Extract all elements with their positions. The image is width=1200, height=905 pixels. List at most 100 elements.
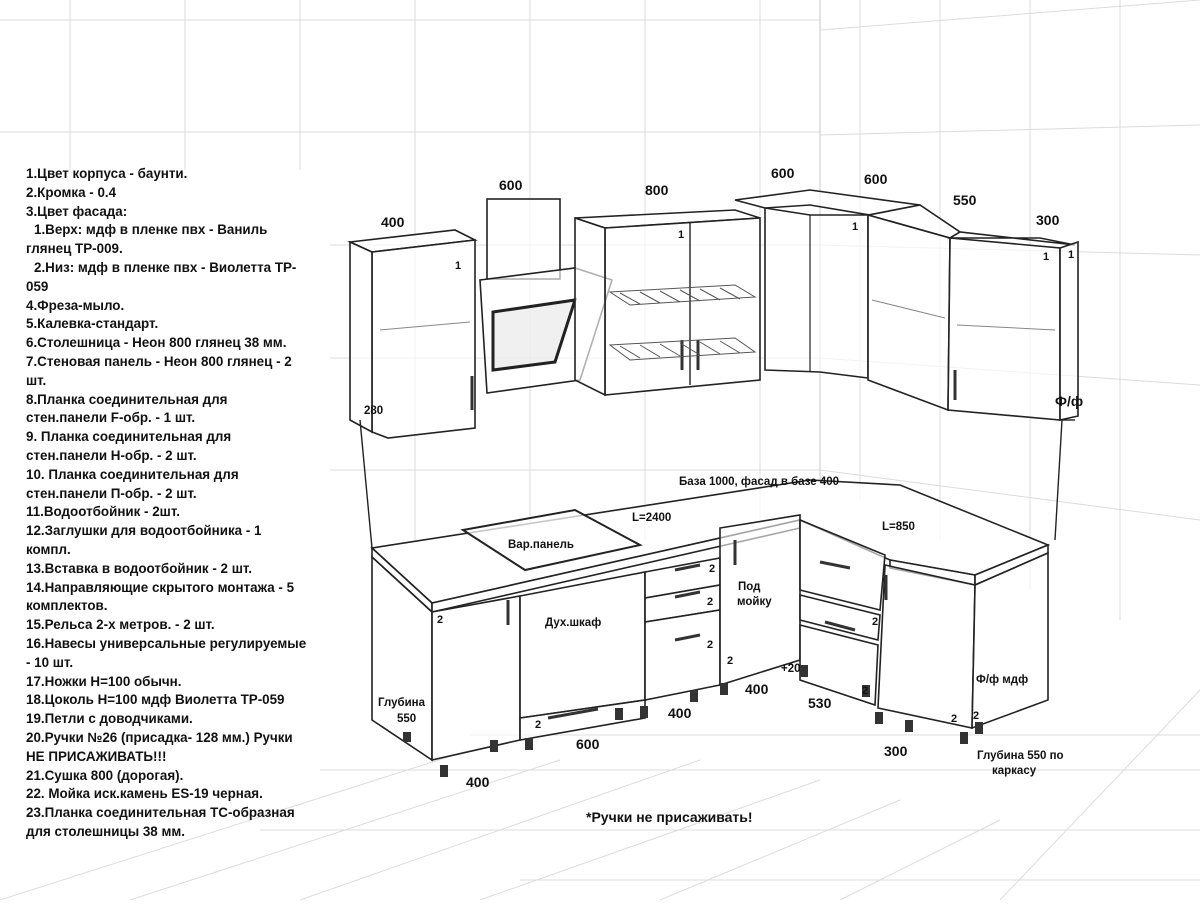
dim-upper-600-hood: 600 [499, 177, 523, 193]
depth-label-a: Глубина [378, 697, 426, 709]
spec-line: НЕ ПРИСАЖИВАТЬ!!! [26, 748, 167, 764]
spec-line: 18.Цоколь Н=100 мдф Виолетта TP-059 [26, 692, 285, 708]
dim-upper-600-corner-a: 600 [771, 165, 795, 181]
hood-glass [491, 298, 578, 372]
spec-line: 7.Стеновая панель - Неон 800 глянец - 2 [26, 353, 292, 369]
wall-panel [359, 419, 1075, 549]
spec-line: 8.Планка соединительная для [26, 391, 228, 407]
dim-lower-400-left: 400 [466, 774, 490, 790]
corner-drawer-2 [799, 593, 881, 642]
dim-lower-400-drawers: 400 [668, 705, 692, 721]
spec-line: 059 [26, 278, 49, 294]
depth-label-b: 550 [397, 713, 416, 725]
spec-line: 3.Цвет фасада: [26, 203, 128, 219]
upper-cabinet-550-front [867, 213, 951, 412]
upper-cabinet-800-side [574, 216, 606, 397]
depth-550-label-b: каркасу [992, 765, 1037, 777]
dish-rack [608, 284, 757, 361]
spec-line: 9. Планка соединительная для [26, 429, 232, 445]
dim-upper-300: 300 [1036, 212, 1060, 228]
spec-line: 17.Ножки Н=100 обычн. [26, 673, 182, 689]
dim-lower-400-sink: 400 [745, 681, 769, 697]
spec-line: 2.Кромка - 0.4 [26, 184, 117, 200]
marker-1: 1 [1043, 251, 1049, 263]
marker-2: 2 [707, 596, 713, 608]
dim-upper-550: 550 [953, 192, 977, 208]
spec-line: 5.Калевка-стандарт. [26, 316, 159, 332]
dim-lower-600: 600 [576, 736, 600, 752]
marker-2: 2 [872, 616, 878, 628]
spec-line: 20.Ручки №26 (присадка- 128 мм.) Ручки [26, 729, 293, 745]
spec-line: 12.Заглушки для водоотбойника - 1 [26, 523, 262, 539]
marker-2: 2 [707, 639, 713, 651]
spec-line: 1.Цвет корпуса - баунти. [26, 166, 188, 181]
lower-cabinets [371, 514, 1049, 762]
spec-line: комплектов. [26, 598, 108, 614]
marker-2: 2 [727, 655, 733, 667]
spec-line: 10. Планка соединительная для [26, 466, 239, 482]
dim-upper-400: 400 [381, 214, 405, 230]
dim-lower-530: 530 [808, 695, 832, 711]
upper-cabinet-300-side [1059, 240, 1079, 421]
spec-line: 19.Петли с доводчиками. [26, 711, 193, 727]
oven-cabinet-label: Дух.шкаф [545, 617, 601, 629]
dim-lower-300: 300 [884, 743, 908, 759]
marker-1: 1 [455, 260, 461, 272]
corner-drawer-3 [799, 623, 879, 707]
upper-corner-front [764, 207, 869, 379]
spec-line: для столешницы 38 мм. [26, 823, 186, 839]
handles-note: *Ручки не присаживать! [586, 809, 753, 825]
upper-cabinets [347, 189, 1079, 439]
spec-line: 2.Низ: мдф в пленке пвх - Виолетта TP- [34, 259, 297, 275]
cooktop [460, 508, 643, 572]
marker-2: 2 [709, 563, 715, 575]
oven-cabinet-front [519, 571, 646, 719]
spec-line: 11.Водоотбойник - 2шт. [26, 504, 180, 520]
sink-offset-label: +20 [781, 663, 801, 675]
spec-line: 14.Направляющие скрытого монтажа - 5 [26, 579, 295, 595]
marker-2: 2 [951, 713, 957, 725]
facade-mdf-label: Ф/ф мдф [976, 674, 1028, 686]
countertop-length-2400: L=2400 [632, 512, 671, 524]
spec-line: 21.Сушка 800 (дорогая). [26, 767, 184, 783]
upper-cabinet-400-side [349, 240, 373, 434]
dim-upper-600-corner-b: 600 [864, 171, 888, 187]
spec-line: 16.Навесы универсальные регулируемые [26, 635, 307, 651]
dim-upper-800: 800 [645, 182, 669, 198]
spec-line: 1.Верх: мдф в пленке пвх - Ваниль [34, 222, 268, 238]
spec-line: шт. [26, 372, 47, 388]
hood-duct [486, 198, 561, 280]
facade-label-right: Ф/ф [1055, 393, 1083, 409]
spec-line: - 10 шт. [26, 654, 74, 670]
lower-cabinet-300-front [877, 564, 976, 729]
base-note: База 1000, фасад в базе 400 [679, 476, 839, 488]
spec-line: 22. Мойка иск.камень ES-19 черная. [26, 786, 263, 802]
spec-line: стен.панели Н-обр. - 2 шт. [26, 447, 197, 463]
marker-2: 2 [862, 685, 868, 697]
sink-cabinet-label-b: мойку [737, 596, 772, 608]
spec-line: 6.Столешница - Неон 800 глянец 38 мм. [26, 335, 287, 351]
sink-cabinet-label-a: Под [738, 581, 761, 593]
upper-height-label: 280 [364, 405, 383, 417]
spec-line: 4.Фреза-мыло. [26, 297, 125, 313]
marker-1: 1 [1068, 249, 1074, 261]
marker-1: 1 [852, 221, 858, 233]
cabinet-legs [403, 665, 983, 777]
drawer-3 [644, 609, 721, 701]
spec-line: 23.Планка соединительная ТС-образная [26, 805, 295, 821]
spec-line: глянец TP-009. [26, 241, 123, 257]
spec-line: 15.Рельса 2-х метров. - 2 шт. [26, 617, 215, 633]
spec-line: стен.панели F-обр. - 1 шт. [26, 410, 196, 426]
countertop-length-850: L=850 [882, 521, 915, 533]
spec-line: 13.Вставка в водоотбойник - 2 шт. [26, 560, 252, 576]
marker-2: 2 [437, 614, 443, 626]
marker-2: 2 [535, 719, 541, 731]
lower-cabinet-300-side [971, 551, 1049, 730]
marker-1: 1 [678, 229, 684, 241]
spec-line: компл. [26, 541, 71, 557]
spec-line: стен.панели П-обр. - 2 шт. [26, 485, 197, 501]
spec-list: 1.Цвет корпуса - баунти. 2.Кромка - 0.4 … [26, 165, 326, 842]
marker-2: 2 [973, 710, 979, 722]
